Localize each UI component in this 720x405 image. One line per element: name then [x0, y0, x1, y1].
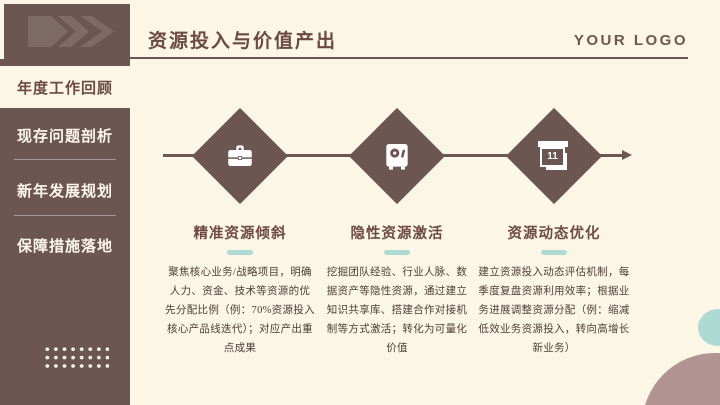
step-title: 隐性资源激活 — [350, 226, 444, 242]
page-title: 资源投入与价值产出 — [148, 31, 338, 52]
sidebar: 年度工作回顾 现存问题剖析 新年发展规划 保障措施落地 — [0, 59, 130, 405]
deco-circle-teal — [698, 309, 720, 346]
tear-off-calendar-icon: 11 — [536, 138, 572, 174]
sidebar-item-label: 年度工作回顾 — [16, 79, 113, 97]
sidebar-item-label: 现存问题剖析 — [16, 127, 113, 145]
sidebar-item-label: 新年发展规划 — [16, 182, 113, 200]
calendar-day-number: 11 — [547, 151, 558, 162]
sidebar-item-safeguards[interactable]: 保障措施落地 — [0, 223, 130, 267]
step-title: 精准资源倾斜 — [193, 226, 287, 242]
calendar-front-page: 11 — [540, 146, 565, 167]
calendar-header-bar — [538, 140, 568, 147]
timeline-arrowhead-icon — [622, 150, 632, 160]
sidebar-item-annual-review[interactable]: 年度工作回顾 — [0, 66, 130, 108]
chevron-right-icon — [28, 16, 68, 47]
header-divider — [130, 57, 688, 59]
step-description: 挖掘团队经验、行业人脉、数据资产等隐性资源，通过建立知识共享库、搭建合作对接机制… — [326, 267, 468, 354]
deco-circle-rose — [642, 353, 720, 405]
sidebar-item-new-year-plan[interactable]: 新年发展规划 — [0, 168, 130, 212]
step-title: 资源动态优化 — [507, 226, 601, 242]
header-chevron-block — [4, 4, 130, 59]
dot-grid-decoration — [43, 345, 109, 370]
safe-icon — [379, 138, 415, 174]
step-description: 建立资源投入动态评估机制，每季度复盘资源利用效率；根据业务进展调整资源分配（例：… — [478, 267, 630, 354]
sidebar-item-label: 保障措施落地 — [16, 237, 113, 255]
briefcase-icon — [222, 138, 258, 174]
step-column-hidden-resources: 隐性资源激活 挖掘团队经验、行业人脉、数据资产等隐性资源，通过建立知识共享库、搭… — [322, 222, 472, 358]
step-description: 聚焦核心业务/战略项目，明确人力、资金、技术等资源的优先分配比例（例：70%资源… — [165, 267, 315, 354]
step-column-dynamic-optimization: 资源动态优化 建立资源投入动态评估机制，每季度复盘资源利用效率；根据业务进展调整… — [477, 222, 631, 358]
accent-underline — [541, 250, 567, 255]
accent-underline — [384, 250, 410, 255]
logo-text: YOUR LOGO — [573, 32, 688, 49]
sidebar-divider — [14, 215, 116, 216]
sidebar-divider — [14, 159, 116, 160]
step-column-precise-allocation: 精准资源倾斜 聚焦核心业务/战略项目，明确人力、资金、技术等资源的优先分配比例（… — [165, 222, 315, 358]
accent-underline — [227, 250, 253, 255]
sidebar-item-problem-analysis[interactable]: 现存问题剖析 — [0, 113, 130, 157]
